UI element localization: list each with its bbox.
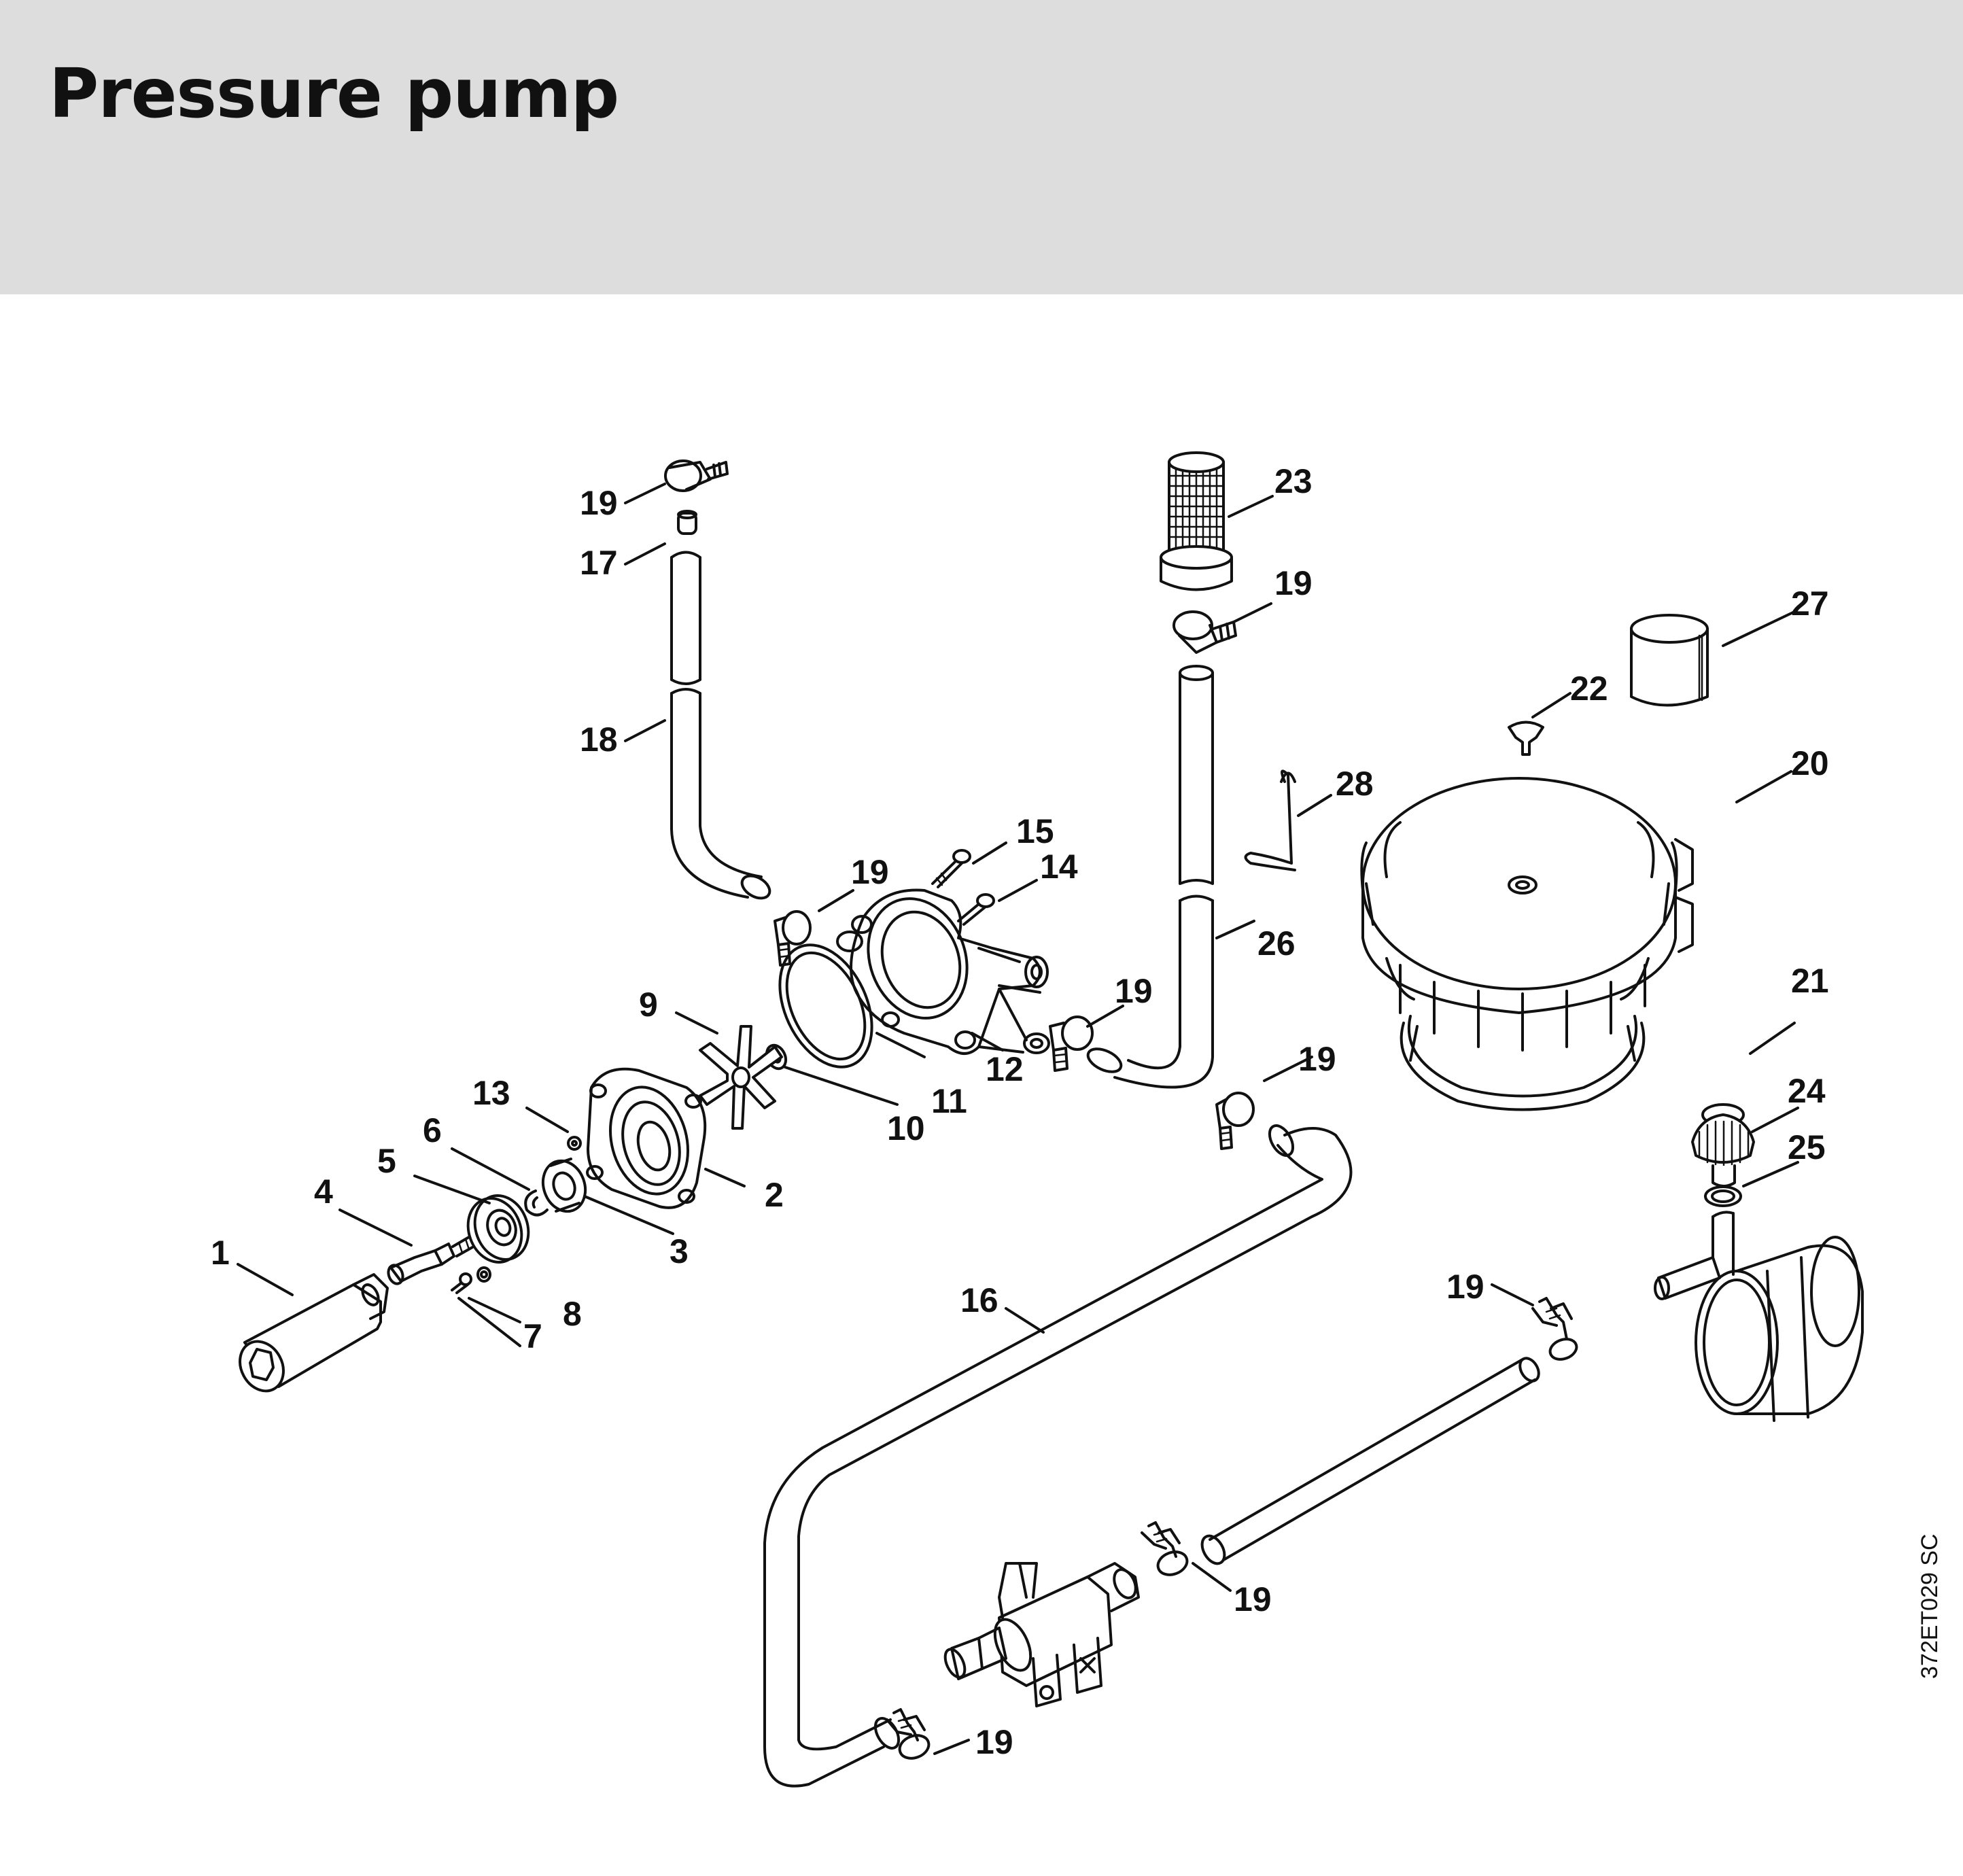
elbow-fitting-19-pump-right bbox=[1049, 1015, 1094, 1072]
callout-13: 13 bbox=[472, 1074, 510, 1112]
cap-27 bbox=[1630, 614, 1709, 707]
o-ring-11 bbox=[778, 943, 873, 1069]
callout-4: 4 bbox=[314, 1172, 333, 1211]
callout-21: 21 bbox=[1791, 962, 1829, 1000]
callout-15: 15 bbox=[1016, 812, 1054, 850]
sleeve-17 bbox=[677, 510, 697, 535]
filler-neck bbox=[1654, 1211, 1864, 1422]
vent-plug-22 bbox=[1508, 720, 1544, 756]
callout-18: 18 bbox=[580, 720, 618, 759]
callout-19-clip-bottom: 19 bbox=[975, 1723, 1013, 1761]
callout-16: 16 bbox=[960, 1281, 998, 1319]
pump-housing-12 bbox=[836, 888, 1050, 1055]
callout-17: 17 bbox=[580, 544, 618, 582]
hose-diagonal-right bbox=[1200, 1357, 1540, 1565]
hose-18 bbox=[670, 551, 771, 900]
seal-3 bbox=[541, 1158, 587, 1213]
hose-clip-19-middle bbox=[1141, 1521, 1189, 1576]
callout-9: 9 bbox=[639, 986, 658, 1024]
callout-19-strainer: 19 bbox=[1274, 564, 1313, 602]
gasket-21 bbox=[1400, 1015, 1646, 1111]
impeller-9 bbox=[699, 1025, 783, 1130]
screw-14 bbox=[957, 893, 995, 926]
callout-3: 3 bbox=[670, 1232, 689, 1270]
callout-12: 12 bbox=[986, 1050, 1024, 1088]
header-band: Pressure pump bbox=[0, 0, 1963, 294]
socket-1 bbox=[239, 1273, 389, 1393]
page-title: Pressure pump bbox=[49, 54, 619, 133]
callout-27: 27 bbox=[1791, 585, 1829, 623]
clip-28 bbox=[1244, 769, 1296, 871]
callout-8: 8 bbox=[563, 1295, 582, 1333]
hose-clip-19-right bbox=[1531, 1297, 1578, 1361]
callout-5: 5 bbox=[377, 1142, 396, 1180]
part-13 bbox=[567, 1136, 582, 1151]
callout-19-top: 19 bbox=[580, 484, 618, 522]
callout-19-pump-left: 19 bbox=[851, 853, 889, 891]
callout-10: 10 bbox=[887, 1109, 925, 1147]
hose-clip-19-bottom bbox=[886, 1708, 931, 1760]
tank-lid-20 bbox=[1360, 777, 1694, 1052]
hose-16 bbox=[763, 1124, 1353, 1788]
callout-7: 7 bbox=[523, 1317, 542, 1355]
elbow-fitting-19-strainer bbox=[1172, 610, 1237, 654]
screw-7 bbox=[451, 1272, 472, 1294]
shaft-4 bbox=[387, 1236, 474, 1285]
leader-lines bbox=[237, 483, 1799, 1755]
callout-25: 25 bbox=[1788, 1128, 1826, 1166]
valve-body bbox=[943, 1562, 1140, 1707]
figure-code: 372ET029 SC bbox=[1917, 1533, 1943, 1679]
callout-19-hose16: 19 bbox=[1298, 1040, 1336, 1078]
callout-19-clip-right: 19 bbox=[1446, 1268, 1484, 1306]
callout-6: 6 bbox=[423, 1111, 442, 1149]
pump-flange-2 bbox=[586, 1067, 707, 1209]
screw-15 bbox=[931, 849, 971, 888]
elbow-fitting-19-top bbox=[664, 459, 729, 492]
callout-19-pump-right: 19 bbox=[1115, 972, 1153, 1010]
callout-22: 22 bbox=[1570, 670, 1608, 708]
callout-23: 23 bbox=[1274, 462, 1313, 500]
callout-24: 24 bbox=[1788, 1072, 1826, 1110]
callout-20: 20 bbox=[1791, 744, 1829, 782]
callout-14: 14 bbox=[1040, 848, 1078, 886]
bearing-5 bbox=[466, 1194, 530, 1264]
strainer-23 bbox=[1160, 451, 1233, 591]
callout-19-clip-middle: 19 bbox=[1234, 1580, 1272, 1618]
knob-24 bbox=[1691, 1103, 1755, 1187]
callout-11: 11 bbox=[931, 1082, 967, 1120]
washer-8 bbox=[476, 1266, 491, 1283]
elbow-fitting-19-hose16 bbox=[1215, 1092, 1255, 1150]
callout-26: 26 bbox=[1257, 924, 1296, 962]
circlip-6 bbox=[524, 1189, 549, 1217]
elbow-fitting-19-pump-left bbox=[774, 910, 812, 967]
callout-1: 1 bbox=[211, 1234, 230, 1272]
washer-25 bbox=[1704, 1185, 1742, 1207]
hose-26 bbox=[1086, 665, 1214, 1089]
callout-2: 2 bbox=[765, 1176, 784, 1214]
callout-labels: 19 17 18 19 15 14 23 19 27 22 20 28 26 1… bbox=[211, 462, 1829, 1761]
callout-28: 28 bbox=[1336, 765, 1374, 803]
